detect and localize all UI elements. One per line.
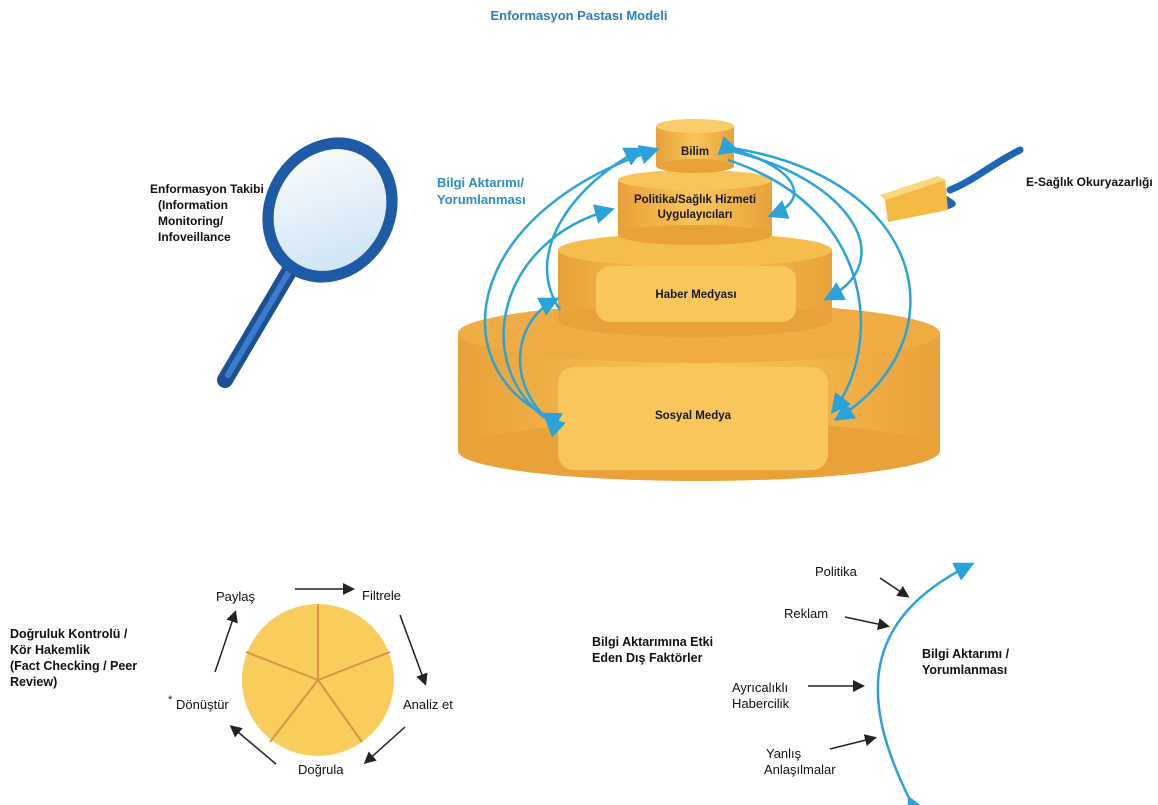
step-share: Paylaş	[216, 589, 256, 604]
factor-misunderstanding: Yanlış Anlaşılmalar	[764, 746, 836, 777]
factor-ads: Reklam	[784, 606, 829, 621]
factor-politics: Politika	[815, 564, 857, 579]
diagram-title: Enformasyon Pastası Modeli	[490, 8, 668, 23]
literacy-label: E-Sağlık Okuryazarlığı	[1026, 175, 1153, 189]
external-title: Bilgi Aktarımına Etki Eden Dış Faktörler	[592, 635, 714, 665]
tier-4-label: Sosyal Medya	[654, 410, 732, 422]
step-analyze: Analiz et	[403, 697, 453, 712]
fact-check-pie	[242, 604, 394, 756]
tier-1-label: Bilim	[680, 146, 710, 158]
external-factors-curve	[808, 562, 975, 805]
cake-tier-3	[558, 233, 832, 337]
transfer-label-top: Bilgi Aktarımı/ Yorumlanması	[437, 175, 526, 207]
tier-3-label: Haber Medyası	[655, 289, 737, 301]
step-filter: Filtrele	[362, 588, 402, 603]
external-result-label: Bilgi Aktarımı / Yorumlanması	[922, 647, 1010, 677]
cake-server-icon	[880, 146, 1024, 222]
cake-tier-1	[656, 119, 734, 173]
step-asterisk: *	[168, 694, 173, 706]
factor-privileged: Ayrıcalıklı Habercilik	[732, 680, 790, 711]
step-verify: Doğrula	[298, 762, 344, 777]
tier-2-label: Politika/Sağlık Hizmeti Uygulayıcıları	[633, 194, 757, 221]
fact-check-label: Doğruluk Kontrolü / Kör Hakemlik (Fact C…	[10, 627, 138, 689]
transfer-arrows	[483, 136, 912, 438]
monitoring-label: Enformasyon Takibi (Information Monitori…	[150, 182, 264, 244]
magnifying-glass-icon	[217, 137, 398, 388]
step-transform: Dönüştür	[176, 697, 229, 712]
cycle-arrows	[214, 583, 428, 765]
